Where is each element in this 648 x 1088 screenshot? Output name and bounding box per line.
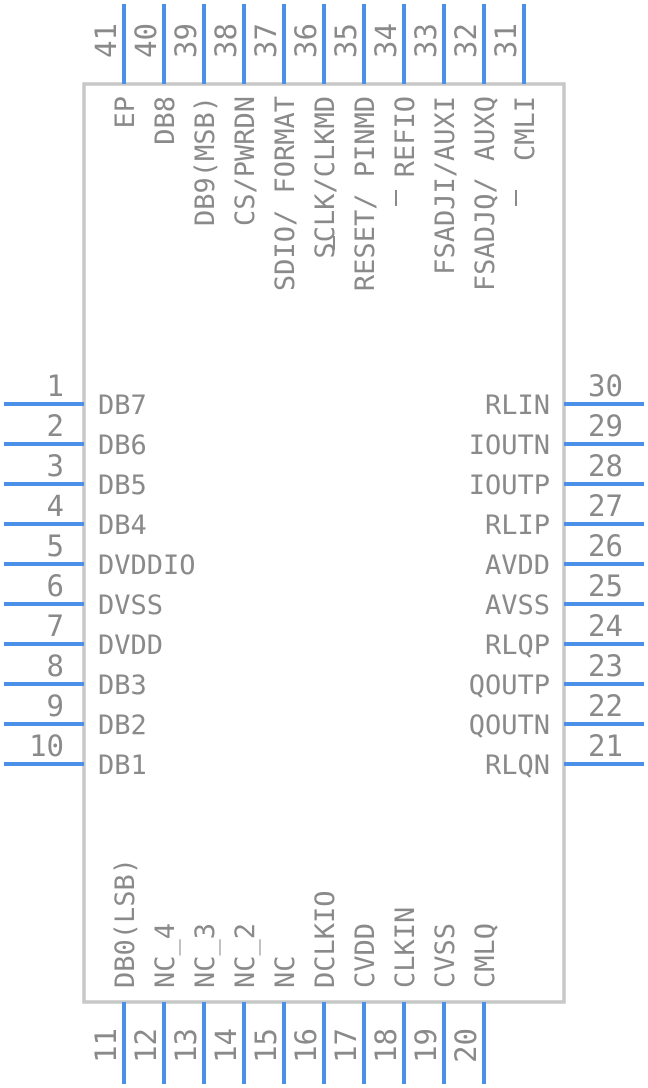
overbars-group — [333, 190, 517, 250]
pin-name-37: SDIO/ FORMAT — [270, 96, 301, 291]
pin-name-8: DB3 — [98, 670, 147, 701]
pin-number-8: 8 — [47, 649, 64, 683]
pin-name-28: IOUTP — [469, 470, 550, 501]
pin-name-41: EP — [110, 96, 141, 129]
pin-number-35: 35 — [329, 23, 363, 58]
pin-number-21: 21 — [588, 729, 623, 763]
pin-number-17: 17 — [329, 1028, 363, 1063]
pin-name-40: DB8 — [150, 96, 181, 145]
pin-number-32: 32 — [449, 23, 483, 58]
pin-name-4: DB4 — [98, 510, 147, 541]
pin-name-18: CLKIN — [390, 907, 421, 988]
pin-number-41: 41 — [89, 23, 123, 58]
pin-number-6: 6 — [47, 569, 64, 603]
pin-number-9: 9 — [47, 689, 64, 723]
pin-number-36: 36 — [289, 23, 323, 58]
pin-number-40: 40 — [129, 23, 163, 58]
pin-number-27: 27 — [588, 489, 623, 523]
pin-name-16: DCLKIO — [310, 890, 341, 988]
pin-name-2: DB6 — [98, 430, 147, 461]
pin-number-30: 30 — [588, 369, 623, 403]
pin-name-10: DB1 — [98, 750, 147, 781]
pin-number-15: 15 — [249, 1028, 283, 1063]
pin-number-24: 24 — [588, 609, 623, 643]
labels-group: 1DB72DB63DB54DB45DVDDIO6DVSS7DVDD8DB39DB… — [29, 23, 623, 1063]
pin-number-34: 34 — [369, 23, 403, 58]
pin-number-10: 10 — [29, 729, 64, 763]
pin-name-19: CVSS — [430, 923, 461, 988]
pin-number-22: 22 — [588, 689, 623, 723]
pin-number-13: 13 — [169, 1028, 203, 1063]
pin-name-11: DB0(LSB) — [110, 858, 141, 988]
pin-number-29: 29 — [588, 409, 623, 443]
pin-number-39: 39 — [169, 23, 203, 58]
pin-name-9: DB2 — [98, 710, 147, 741]
pin-name-6: DVSS — [98, 590, 163, 621]
pin-number-14: 14 — [209, 1028, 243, 1063]
pin-name-1: DB7 — [98, 390, 147, 421]
pin-number-3: 3 — [47, 449, 64, 483]
pin-number-11: 11 — [89, 1028, 123, 1063]
pin-number-2: 2 — [47, 409, 64, 443]
pin-number-18: 18 — [369, 1028, 403, 1063]
pins-group — [4, 4, 644, 1084]
pin-name-38: CS/PWRDN — [230, 96, 261, 226]
pin-name-24: RLQP — [485, 630, 550, 661]
pin-name-31: CMLI — [510, 96, 541, 161]
pin-name-21: RLQN — [485, 750, 550, 781]
pin-name-7: DVDD — [98, 630, 163, 661]
pin-name-15: NC — [270, 955, 301, 988]
pin-number-28: 28 — [588, 449, 623, 483]
pin-name-33: FSADJI/AUXI — [430, 96, 461, 275]
pin-name-14: NC_2 — [230, 923, 261, 988]
pin-name-17: CVDD — [350, 923, 381, 988]
pin-name-34: REFIO — [390, 96, 421, 177]
pin-number-1: 1 — [47, 369, 64, 403]
pin-name-5: DVDDIO — [98, 550, 196, 581]
pin-number-37: 37 — [249, 23, 283, 58]
pin-name-39: DB9(MSB) — [190, 96, 221, 226]
pin-name-26: AVDD — [485, 550, 550, 581]
pin-number-33: 33 — [409, 23, 443, 58]
pin-name-35: RESET/ PINMD — [350, 96, 381, 291]
pin-name-30: RLIN — [485, 390, 550, 421]
pin-name-13: NC_3 — [190, 923, 221, 988]
pin-name-20: CMLQ — [470, 923, 501, 988]
pin-number-23: 23 — [588, 649, 623, 683]
pin-name-25: AVSS — [485, 590, 550, 621]
pin-number-5: 5 — [47, 529, 64, 563]
pin-name-22: QOUTN — [469, 710, 550, 741]
pin-name-12: NC_4 — [150, 923, 181, 988]
pin-number-19: 19 — [409, 1028, 443, 1063]
pin-name-23: QOUTP — [469, 670, 550, 701]
pin-name-32: FSADJQ/ AUXQ — [470, 96, 501, 291]
pin-name-27: RLIP — [485, 510, 550, 541]
pin-name-36: SCLK/CLKMD — [310, 96, 341, 259]
pin-number-38: 38 — [209, 23, 243, 58]
pin-number-12: 12 — [129, 1028, 163, 1063]
pin-number-4: 4 — [47, 489, 64, 523]
pin-number-7: 7 — [47, 609, 64, 643]
pin-number-25: 25 — [588, 569, 623, 603]
pin-name-29: IOUTN — [469, 430, 550, 461]
pin-number-20: 20 — [449, 1028, 483, 1063]
pin-number-31: 31 — [489, 23, 523, 58]
pin-number-16: 16 — [289, 1028, 323, 1063]
pin-name-3: DB5 — [98, 470, 147, 501]
pin-number-26: 26 — [588, 529, 623, 563]
